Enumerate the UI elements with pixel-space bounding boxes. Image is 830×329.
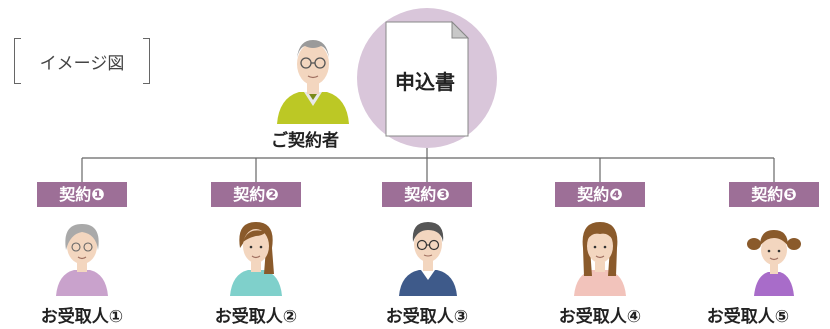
recipient-label-3: お受取人③	[385, 307, 469, 327]
document-icon	[385, 20, 470, 137]
man-with-glasses-icon	[399, 222, 457, 296]
image-label: イメージ図	[14, 38, 150, 84]
left-bracket	[14, 38, 21, 84]
contract-badge-3: 契約❸	[382, 182, 472, 207]
application-form-title: 申込書	[395, 70, 455, 94]
image-label-text: イメージ図	[39, 54, 125, 74]
recipient-label-1: お受取人①	[40, 307, 124, 327]
woman-icon	[230, 222, 282, 296]
elderly-woman-icon	[56, 224, 108, 296]
young-woman-icon	[574, 222, 626, 296]
contract-badge-1: 契約❶	[37, 182, 127, 207]
right-bracket	[143, 38, 150, 84]
recipient-label-2: お受取人②	[214, 307, 298, 327]
girl-icon	[747, 230, 801, 296]
elderly-man-icon	[277, 40, 349, 124]
contract-badge-2: 契約❷	[211, 182, 301, 207]
contract-badge-4: 契約❹	[555, 182, 645, 207]
recipient-label-4: お受取人④	[558, 307, 642, 327]
contract-badge-5: 契約❺	[729, 182, 819, 207]
recipient-label-5: お受取人⑤	[706, 307, 790, 327]
contractor-label: ご契約者	[271, 131, 339, 151]
